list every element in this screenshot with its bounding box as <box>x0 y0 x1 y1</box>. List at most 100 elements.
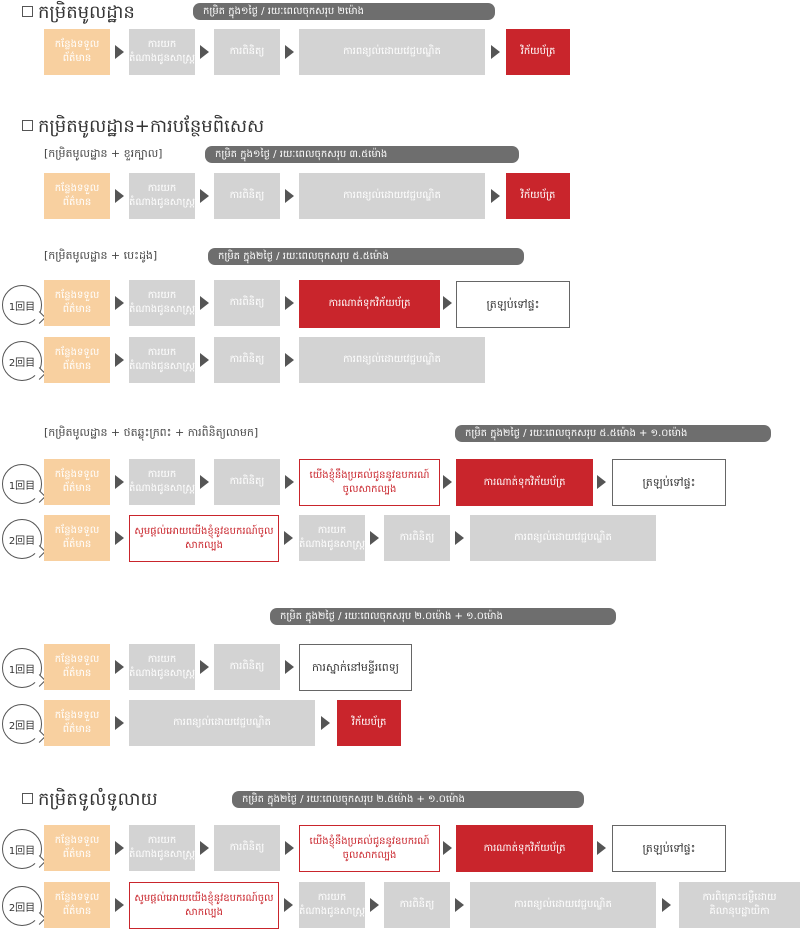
step-exam: ការពិនិត្យ <box>214 644 280 690</box>
step-reception: កន្លែងទទួលព័ត៌មាន <box>44 173 110 219</box>
step-exam: ការពិនិត្យ <box>214 825 280 871</box>
step-transfer: ការយកតំណាងជូនសាស្ត្រ <box>299 515 365 561</box>
step-exam: ការពិនិត្យ <box>214 280 280 326</box>
step-reception: កន្លែងទទួលព័ត៌មាន <box>44 459 110 505</box>
step-appointment-invoice: ការណាត់ទុកវិក័យប័ត្រ <box>299 280 440 328</box>
section-title-basic-plus: កម្រិតមូលដ្ឋាន+ការបន្ថែមពិសេស <box>22 116 264 138</box>
step-doctor-explanation: ការពន្យល់ដោយវេជ្ជបណ្ឌិត <box>299 29 485 75</box>
step-doctor-explanation: ការពន្យល់ដោយវេជ្ជបណ្ឌិត <box>129 700 315 746</box>
step-submit-kit: សូមផ្តល់អោយយើងខ្ញុំនូវឧបករណ៍ចូលសាកល្បង <box>129 882 279 929</box>
step-reception: កន្លែងទទួលព័ត៌មាន <box>44 29 110 75</box>
arrow-icon <box>443 475 452 489</box>
arrow-icon <box>200 475 209 489</box>
arrow-icon <box>115 475 124 489</box>
subsection-brain: [កម្រិតមូលដ្ឋាន + ខួរក្បាល] <box>44 147 163 160</box>
step-exam: ការពិនិត្យ <box>214 459 280 505</box>
step-reception: កន្លែងទទួលព័ត៌មាន <box>44 644 110 690</box>
arrow-icon <box>200 296 209 310</box>
subsection-heart: [កម្រិតមូលដ្ឋាន + បេះដូង] <box>44 249 158 262</box>
step-reception: កន្លែងទទួលព័ត៌មាន <box>44 700 110 746</box>
arrow-icon <box>115 531 124 545</box>
arrow-icon <box>370 531 379 545</box>
section-title-text: កម្រិតមូលដ្ឋាន+ការបន្ថែមពិសេស <box>38 116 265 137</box>
step-transfer: ការយកតំណាងជូនសាស្ត្រ <box>129 29 195 75</box>
step-appointment-invoice: ការណាត់ទុកវិក័យប័ត្រ <box>456 459 593 506</box>
duration-pill: កម្រិត ក្នុង២ថ្ងៃ / រយៈពេលចុកសរុប ៥.៥ម៉ោ… <box>455 425 771 442</box>
step-submit-kit: សូមផ្តល់អោយយើងខ្ញុំនូវឧបករណ៍ចូលសាកល្បង <box>129 515 279 562</box>
step-transfer: ការយកតំណាងជូនសាស្ត្រ <box>129 459 195 505</box>
arrow-icon <box>115 189 124 203</box>
arrow-icon <box>200 45 209 59</box>
arrow-icon <box>597 841 606 855</box>
step-exam: ការពិនិត្យ <box>214 337 280 383</box>
step-doctor-explanation: ការពន្យល់ដោយវេជ្ជបណ្ឌិត <box>299 173 485 219</box>
duration-pill: កម្រិត ក្នុង២ថ្ងៃ / រយៈពេលចុកសរុប ២.៥ម៉ោ… <box>232 791 584 808</box>
step-exam: ការពិនិត្យ <box>384 515 450 561</box>
arrow-icon <box>115 660 124 674</box>
visit-1-bubble: 1回目 <box>2 285 42 325</box>
arrow-icon <box>491 45 500 59</box>
arrow-icon <box>285 296 294 310</box>
step-transfer: ការយកតំណាងជូនសាស្ត្រ <box>129 280 195 326</box>
section-title-text: កម្រិតទូលំទូលាយ <box>38 789 158 810</box>
arrow-icon <box>200 353 209 367</box>
arrow-icon <box>284 898 293 912</box>
arrow-icon <box>455 531 464 545</box>
arrow-icon <box>115 898 124 912</box>
arrow-icon <box>285 475 294 489</box>
step-transfer: ការយកតំណាងជូនសាស្ត្រ <box>129 173 195 219</box>
step-exam: ការពិនិត្យ <box>214 29 280 75</box>
duration-pill: កម្រិត ក្នុង១ថ្ងៃ / រយៈពេលចុកសរុប ៣.៥ម៉ោ… <box>205 146 519 163</box>
duration-pill: កម្រិត ក្នុង១ថ្ងៃ / រយៈពេលចុកសរុប ២ម៉ោង <box>193 3 495 20</box>
step-appointment-invoice: ការណាត់ទុកវិក័យប័ត្រ <box>456 825 593 872</box>
step-invoice: វិក័យប័ត្រ <box>337 700 401 746</box>
step-nurse-consultation: ការពិគ្រោះជម្ងឺដោយគិលានុបដ្ឋាយិកា <box>679 882 800 928</box>
arrow-icon <box>443 296 452 310</box>
step-hospital-stay: ការស្នាក់នៅមន្ទីរពេទ្យ <box>299 644 412 691</box>
arrow-icon <box>200 841 209 855</box>
step-return-home: ត្រឡប់ទៅផ្ទះ <box>612 459 726 506</box>
checkbox-square-icon <box>22 119 33 131</box>
duration-pill: កម្រិត ក្នុង២ថ្ងៃ / រយៈពេលចុកសរុប ៥.៥ម៉ោ… <box>208 248 524 265</box>
arrow-icon <box>115 296 124 310</box>
arrow-icon <box>285 45 294 59</box>
checkbox-square-icon <box>22 792 33 804</box>
subsection-stomach: [កម្រិតមូលដ្ឋាន + ថតឆ្លុះក្រពះ + ការពិនិ… <box>44 426 259 439</box>
arrow-icon <box>285 353 294 367</box>
arrow-icon <box>662 898 671 912</box>
step-return-home: ត្រឡប់ទៅផ្ទះ <box>612 825 726 872</box>
step-transfer: ការយកតំណាងជូនសាស្ត្រ <box>129 644 195 690</box>
section-title-comprehensive: កម្រិតទូលំទូលាយ <box>22 789 158 811</box>
arrow-icon <box>200 189 209 203</box>
step-reception: កន្លែងទទួលព័ត៌មាន <box>44 280 110 326</box>
duration-pill: កម្រិត ក្នុង២ថ្ងៃ / រយៈពេលចុកសរុប ២.០ម៉ោ… <box>270 608 616 625</box>
step-invoice: វិក័យប័ត្រ <box>506 173 570 219</box>
section-title-basic: កម្រិតមូលដ្ឋាន <box>22 2 135 24</box>
step-exam: ការពិនិត្យ <box>384 882 450 928</box>
arrow-icon <box>285 660 294 674</box>
step-invoice: វិក័យប័ត្រ <box>506 29 570 75</box>
section-title-text: កម្រិតមូលដ្ឋាន <box>38 2 135 23</box>
arrow-icon <box>115 353 124 367</box>
step-return-home: ត្រឡប់ទៅផ្ទះ <box>456 281 570 328</box>
step-receive-kit: យើងខ្ញុំនឹងប្រគល់ជូននូវឧបករណ៍ចូលសាកល្បង <box>299 825 440 872</box>
step-reception: កន្លែងទទួលព័ត៌មាន <box>44 515 110 561</box>
step-receive-kit: យើងខ្ញុំនឹងប្រគល់ជូននូវឧបករណ៍ចូលសាកល្បង <box>299 459 440 506</box>
arrow-icon <box>115 716 124 730</box>
arrow-icon <box>370 898 379 912</box>
arrow-icon <box>285 841 294 855</box>
step-doctor-explanation: ការពន្យល់ដោយវេជ្ជបណ្ឌិត <box>470 515 656 561</box>
visit-2-bubble: 2回目 <box>2 341 42 381</box>
arrow-icon <box>443 841 452 855</box>
step-transfer: ការយកតំណាងជូនសាស្ត្រ <box>129 825 195 871</box>
step-exam: ការពិនិត្យ <box>214 173 280 219</box>
arrow-icon <box>115 45 124 59</box>
arrow-icon <box>597 475 606 489</box>
step-reception: កន្លែងទទួលព័ត៌មាន <box>44 882 110 928</box>
arrow-icon <box>491 189 500 203</box>
arrow-icon <box>455 898 464 912</box>
arrow-icon <box>285 189 294 203</box>
step-doctor-explanation: ការពន្យល់ដោយវេជ្ជបណ្ឌិត <box>299 337 485 383</box>
arrow-icon <box>200 660 209 674</box>
step-reception: កន្លែងទទួលព័ត៌មាន <box>44 825 110 871</box>
